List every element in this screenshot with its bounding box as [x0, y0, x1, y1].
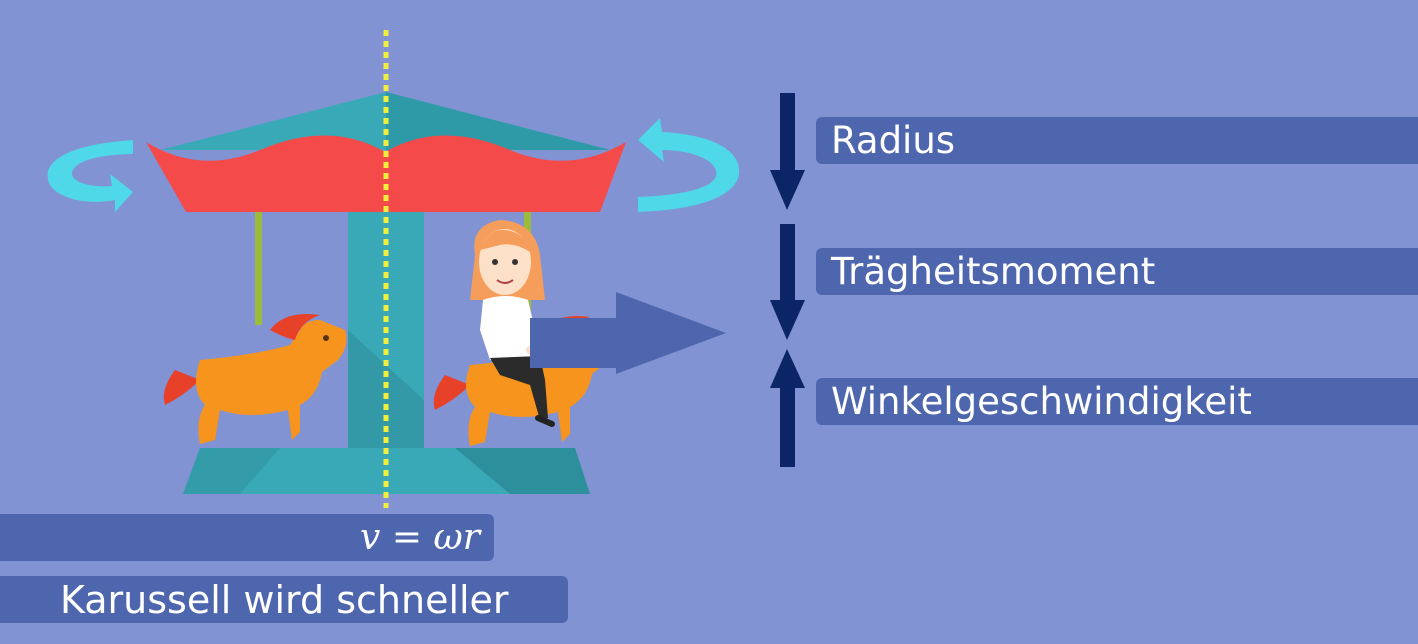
radius-down-arrow-icon [770, 93, 805, 210]
traegheitsmoment-down-arrow-icon [770, 224, 805, 340]
caption-bar: Karussell wird schneller [0, 576, 568, 623]
rotation-arrow-right-icon [638, 118, 740, 212]
radius-label: Radius [816, 117, 1418, 164]
horse-left-icon [163, 314, 347, 444]
outward-arrow-icon [530, 292, 726, 374]
caption-text: Karussell wird schneller [60, 577, 509, 622]
winkelgeschwindigkeit-label-text: Winkelgeschwindigkeit [831, 380, 1252, 423]
formula-text: v = ωr [360, 517, 480, 558]
horse-rod-left [255, 205, 262, 325]
winkelgeschwindigkeit-up-arrow-icon [770, 349, 805, 467]
traegheitsmoment-label-text: Trägheitsmoment [831, 250, 1156, 293]
traegheitsmoment-label: Trägheitsmoment [816, 248, 1418, 295]
rotation-arrow-left-icon [47, 140, 133, 212]
formula-bar: v = ωr [0, 514, 494, 561]
radius-label-text: Radius [831, 119, 956, 162]
winkelgeschwindigkeit-label: Winkelgeschwindigkeit [816, 378, 1418, 425]
